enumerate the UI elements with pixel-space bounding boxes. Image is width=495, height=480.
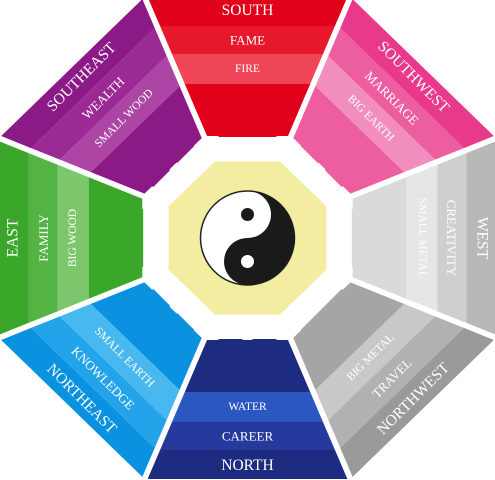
trigram-south — [218, 89, 277, 137]
trigram-line-solid — [218, 357, 277, 369]
trigram-line-broken — [112, 209, 125, 233]
sector-southwest-band-4 — [293, 86, 405, 194]
sector-northwest-band-3 — [315, 303, 436, 420]
trigram-north — [218, 339, 277, 387]
trigram-line-broken — [327, 112, 353, 138]
trigram-line-solid — [131, 209, 144, 267]
sector-west-band-1 — [466, 141, 495, 335]
sector-southwest-band-1 — [340, 0, 494, 149]
trigram-line-solid — [300, 288, 351, 339]
trigram-line-broken — [388, 243, 401, 267]
south-direction-label: SOUTH — [222, 2, 274, 19]
sector-west: WEST CREATIVITY SMALL METAL — [351, 141, 495, 335]
trigram-line-broken — [131, 301, 158, 328]
north-direction-label: NORTH — [221, 457, 273, 474]
sector-northeast-band-1 — [1, 327, 155, 477]
trigram-line-broken — [324, 161, 351, 188]
trigram-line-solid — [118, 112, 168, 162]
sector-east-band-3 — [57, 164, 89, 312]
east-aspect-label: FAMILY — [36, 214, 51, 262]
trigram-line-broken — [168, 137, 195, 164]
trigram-line-solid — [218, 89, 277, 101]
sector-northwest-band-1 — [340, 327, 494, 477]
trigram-east — [94, 209, 144, 267]
east-element-label: BIG WOOD — [67, 209, 79, 267]
trigram-line-broken — [155, 325, 182, 352]
east-direction-label: EAST — [4, 218, 21, 257]
trigram-line-broken — [300, 137, 327, 164]
trigram-line-solid — [131, 124, 182, 175]
sector-east-band-2 — [28, 153, 58, 323]
trigram-line-solid — [313, 301, 364, 352]
trigram-line-broken — [252, 339, 277, 351]
trigram-line-broken — [252, 375, 277, 387]
sector-north: NORTH CAREER WATER — [147, 339, 348, 479]
trigram-northwest — [300, 288, 377, 364]
yin-yang-icon — [199, 190, 296, 286]
west-element-label: SMALL METAL — [416, 198, 428, 278]
trigram-southeast — [118, 112, 195, 188]
sector-south-band-1 — [148, 0, 347, 26]
trigram-line-solid — [327, 314, 377, 364]
trigram-northeast — [118, 288, 195, 364]
sector-south-band-3 — [172, 54, 323, 84]
sector-north-band-2 — [160, 422, 335, 450]
sector-north-band-1 — [147, 450, 348, 479]
sector-southeast-band-2 — [31, 28, 167, 160]
sector-west-band-2 — [437, 153, 467, 323]
sector-northeast-band-3 — [59, 303, 180, 420]
trigram-west — [351, 209, 401, 267]
sector-southeast-band-1 — [1, 0, 155, 149]
sector-east: EAST FAMILY BIG WOOD — [0, 141, 144, 335]
west-aspect-label: CREATIVITY — [444, 200, 459, 277]
trigram-line-broken — [218, 375, 243, 387]
trigram-line-broken — [94, 243, 107, 267]
sector-southwest-band-2 — [328, 28, 464, 160]
sector-south: SOUTH FAME FIRE — [148, 0, 347, 137]
trigram-line-solid — [370, 209, 383, 267]
north-element-label: WATER — [228, 401, 267, 413]
trigram-line-broken — [218, 339, 243, 351]
sector-south-band-2 — [160, 26, 335, 54]
sector-south-band-4 — [184, 84, 311, 136]
trigram-line-broken — [144, 288, 171, 315]
sector-southeast-band-3 — [59, 56, 180, 173]
trigram-line-broken — [168, 312, 195, 339]
sector-north-band-3 — [172, 392, 323, 422]
south-aspect-label: FAME — [230, 33, 265, 48]
trigram-line-solid — [118, 314, 168, 364]
trigram-line-broken — [144, 161, 171, 188]
trigram-line-broken — [218, 107, 243, 119]
west-direction-label: WEST — [474, 217, 491, 260]
trigram-line-broken — [112, 243, 125, 267]
sector-northeast-band-2 — [31, 316, 167, 448]
trigram-line-broken — [252, 107, 277, 119]
trigram-line-broken — [313, 124, 340, 151]
sector-west-band-3 — [406, 164, 438, 312]
trigram-line-broken — [94, 209, 107, 233]
south-element-label: FIRE — [235, 63, 260, 75]
sector-southwest-band-3 — [315, 56, 436, 173]
trigram-line-solid — [218, 125, 277, 137]
sector-east-band-4 — [88, 177, 143, 299]
trigram-southwest — [300, 112, 377, 188]
trigram-line-broken — [388, 209, 401, 233]
sector-east-band-1 — [0, 141, 29, 335]
sector-northwest-band-2 — [328, 316, 464, 448]
trigram-line-broken — [337, 148, 364, 175]
north-aspect-label: CAREER — [222, 429, 274, 444]
trigram-line-broken — [351, 136, 377, 162]
trigram-line-solid — [351, 209, 364, 267]
